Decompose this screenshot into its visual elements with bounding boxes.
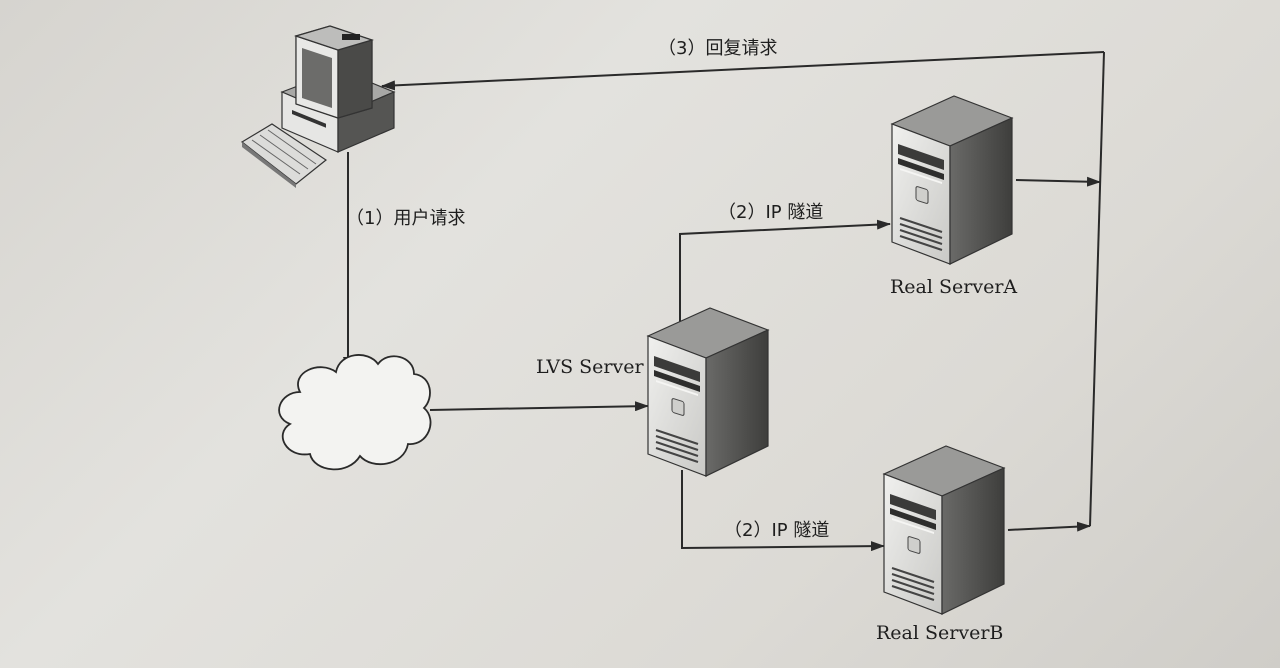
- edge-label-user-request: （1）用户请求: [346, 208, 466, 229]
- edge-internet-to-lvs: [429, 401, 649, 412]
- edge-tunnel-a: [679, 219, 891, 328]
- cloud-icon: [278, 354, 432, 471]
- desktop-computer-icon: [240, 25, 396, 188]
- edge-reply: [381, 51, 1105, 532]
- real-server-a-icon: [891, 95, 1013, 265]
- edge-label-tunnel-a: （2）IP 隧道: [718, 202, 824, 223]
- node-label-real-server-a: Real ServerA: [890, 276, 1018, 298]
- node-label-real-server-b: Real ServerB: [876, 622, 1004, 644]
- edge-label-tunnel-b: （2）IP 隧道: [724, 520, 830, 541]
- lvs-server-icon: [647, 307, 769, 477]
- real-server-b-icon: [883, 445, 1005, 615]
- edge-tunnel-b: [681, 470, 885, 552]
- node-label-lvs-server: LVS Server: [536, 356, 644, 378]
- edge-label-reply-request: （3）回复请求: [658, 38, 778, 59]
